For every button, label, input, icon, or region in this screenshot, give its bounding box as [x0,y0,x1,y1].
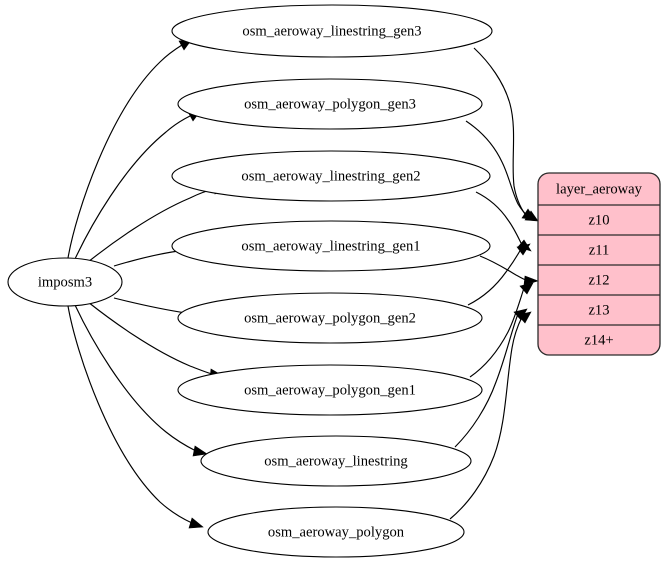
layer-aeroway-body[interactable] [537,172,661,356]
edge-polygon-gen3-to-z10 [465,120,539,222]
node-osm-aeroway-polygon[interactable]: osm_aeroway_polygon [207,506,465,558]
layer-aeroway-row-z10[interactable]: z10 [588,212,609,228]
osm-aeroway-polygon-gen1-label: osm_aeroway_polygon_gen1 [244,382,416,398]
osm-aeroway-polygon-gen3-ellipse[interactable] [177,78,483,130]
osm-aeroway-polygon-gen2-ellipse[interactable] [177,292,483,344]
osm-aeroway-polygon-gen3-label: osm_aeroway_polygon_gen3 [244,96,416,112]
edge-polygon-gen2-to-z11 [467,243,531,306]
layer-aeroway-row-z14plus[interactable]: z14+ [584,332,613,348]
node-osm-aeroway-linestring-gen3[interactable]: osm_aeroway_linestring_gen3 [171,4,493,58]
edge-polygon-to-z13 [449,311,532,520]
node-osm-aeroway-linestring-gen2[interactable]: osm_aeroway_linestring_gen2 [171,150,491,202]
node-osm-aeroway-polygon-gen3[interactable]: osm_aeroway_polygon_gen3 [177,78,483,130]
osm-aeroway-linestring-gen3-ellipse[interactable] [171,4,493,58]
node-osm-aeroway-linestring[interactable]: osm_aeroway_linestring [200,435,472,487]
osm-aeroway-polygon-gen2-label: osm_aeroway_polygon_gen2 [244,310,416,326]
osm-aeroway-polygon-gen1-ellipse[interactable] [177,364,483,416]
osm-aeroway-linestring-gen2-ellipse[interactable] [171,150,491,202]
osm-aeroway-linestring-ellipse[interactable] [200,435,472,487]
node-osm-aeroway-polygon-gen1[interactable]: osm_aeroway_polygon_gen1 [177,364,483,416]
osm-aeroway-polygon-label: osm_aeroway_polygon [268,524,405,540]
layer-aeroway-header-label: layer_aeroway [556,181,643,197]
node-osm-aeroway-polygon-gen2[interactable]: osm_aeroway_polygon_gen2 [177,292,483,344]
node-imposm3[interactable]: imposm3 [7,257,123,307]
edge-linestring-gen1-to-z12 [479,255,539,286]
osm-aeroway-linestring-gen2-label: osm_aeroway_linestring_gen2 [241,168,420,184]
edges-to-layer [449,47,539,520]
layer-aeroway-row-z13[interactable]: z13 [588,302,609,318]
osm-aeroway-linestring-gen1-label: osm_aeroway_linestring_gen1 [241,238,420,254]
layer-aeroway-row-z11[interactable]: z11 [589,242,610,258]
osm-aeroway-linestring-gen1-ellipse[interactable] [171,220,491,272]
edge-polygon-gen1-to-z12 [469,282,534,378]
edge-imposm3-to-linestring [74,304,208,457]
imposm3-label: imposm3 [38,274,92,290]
imposm3-ellipse[interactable] [7,257,123,307]
osm-aeroway-polygon-ellipse[interactable] [207,506,465,558]
osm-aeroway-linestring-label: osm_aeroway_linestring [264,453,408,469]
edge-linestring-gen3-to-z10 [473,47,536,221]
edge-imposm3-to-linestring-gen3 [67,38,193,259]
osm-aeroway-linestring-gen3-label: osm_aeroway_linestring_gen3 [242,23,421,39]
layer-aeroway-row-z12[interactable]: z12 [588,272,609,288]
node-layer-aeroway[interactable]: layer_aeroway z10 z11 z12 z13 z14+ [537,172,661,356]
edge-imposm3-to-polygon [67,305,204,529]
node-osm-aeroway-linestring-gen1[interactable]: osm_aeroway_linestring_gen1 [171,220,491,272]
